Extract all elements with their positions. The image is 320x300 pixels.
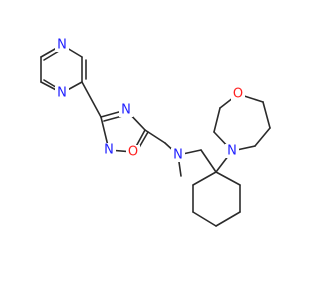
cyclohexane-ring [192, 171, 241, 227]
bond-ch2-quaternary [200, 149, 217, 173]
atom-labels: N N N N O N N O [55, 38, 245, 163]
amine-n-label: N [173, 148, 183, 163]
oxadiazole-o-label: O [128, 145, 138, 160]
bond-pyrazine-oxadiazole [81, 81, 102, 118]
pyrazine-n1-label: N [57, 38, 67, 53]
oxadiazole-n2-label: N [104, 143, 114, 158]
morpholine-n-label: N [227, 144, 237, 159]
bond-oxadiazole-ch2 [144, 129, 166, 144]
morpholine-ring [213, 93, 271, 152]
molecule-canvas: N N N N O N N O [40, 38, 271, 227]
morpholine-o-label: O [233, 87, 243, 102]
pyrazine-n2-label: N [57, 86, 67, 101]
oxadiazole-n4-label: N [121, 103, 131, 118]
molecule-structure: N N N N O N N O [40, 38, 271, 227]
